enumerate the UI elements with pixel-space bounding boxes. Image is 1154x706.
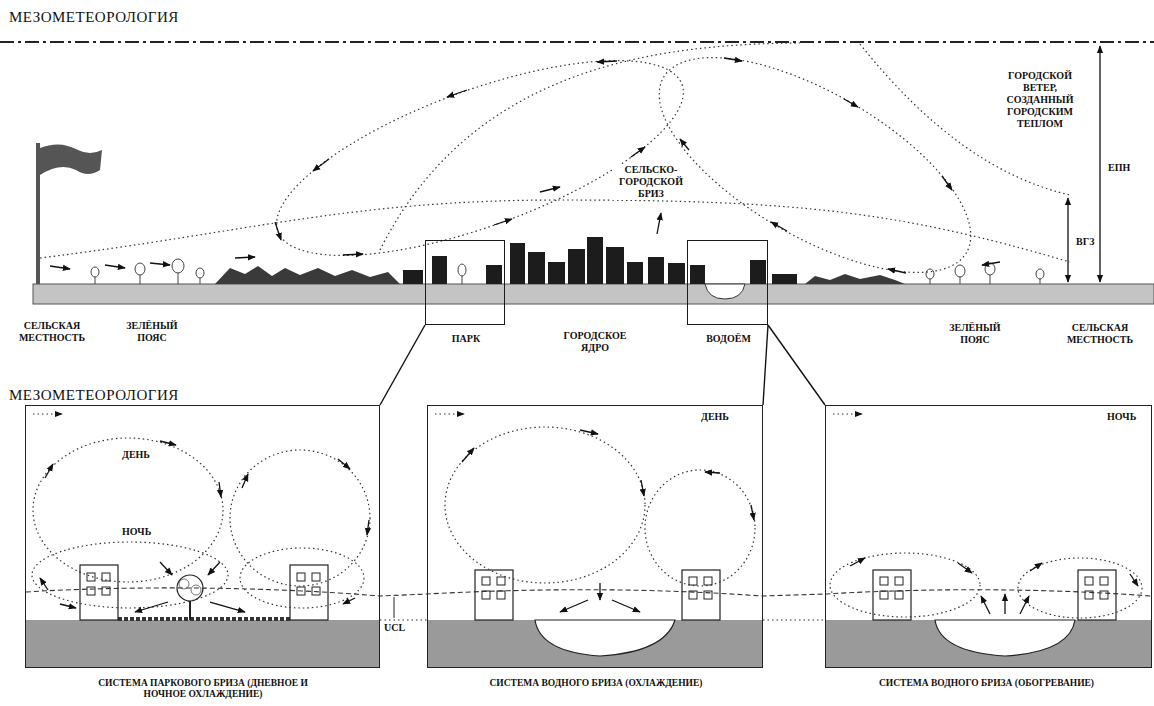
zoom-leader-line	[768, 325, 825, 405]
wind-indicator	[33, 414, 862, 415]
annotation-label: ЗЕЛЁНЫЙ ПОЯС	[112, 320, 192, 344]
panel-caption: СИСТЕМА ВОДНОГО БРИЗА (ОБОГРЕВАНИЕ)	[823, 678, 1150, 689]
ground-strip	[33, 284, 1154, 304]
zoom-leader-line	[763, 325, 768, 405]
detail-panel: ДЕНЬСИСТЕМА ВОДНОГО БРИЗА (ОХЛАЖДЕНИЕ)	[427, 405, 763, 668]
panel-ground	[428, 620, 762, 667]
annotation-label: ВГЗ	[1075, 236, 1096, 248]
panel-flow-arrows	[40, 430, 1138, 614]
zoom-leader-line	[380, 325, 425, 405]
water-basin	[535, 620, 675, 656]
ucl-boundary	[26, 588, 1151, 596]
node-label: НОЧЬ	[121, 526, 152, 538]
boundary-line	[0, 41, 1154, 43]
house-icons	[80, 565, 1116, 620]
ground-level-line	[763, 619, 825, 620]
panel-caption: СИСТЕМА ВОДНОГО БРИЗА (ОХЛАЖДЕНИЕ)	[428, 678, 764, 689]
detail-panel: НОЧЬСИСТЕМА ВОДНОГО БРИЗА (ОБОГРЕВАНИЕ)	[825, 405, 1152, 668]
annotation-label: СЕЛЬСКО-ГОРОДСКОЙ БРИЗ	[612, 164, 690, 200]
node-label: ПАРК	[426, 333, 506, 345]
node-label: НОЧЬ	[1106, 411, 1137, 423]
height-arrow	[1067, 198, 1068, 282]
annotation-label: ЗЕЛЁНЫЙ ПОЯС	[935, 322, 1015, 346]
zoom-box: ПАРК	[425, 240, 505, 325]
node-label: ДЕНЬ	[121, 449, 151, 461]
detail-panel: ДЕНЬНОЧЬСИСТЕМА ПАРКОВОГО БРИЗА (ДНЕВНОЕ…	[25, 405, 380, 668]
flag-pole	[36, 143, 40, 284]
annotation-label: СЕЛЬСКАЯ МЕСТНОСТЬ	[4, 320, 100, 344]
wind-flag	[40, 144, 102, 175]
water-basin	[705, 284, 745, 299]
height-arrow	[1099, 46, 1100, 282]
city-buildings	[403, 237, 797, 284]
flow-arrows	[50, 58, 1000, 273]
ucl-bracket	[394, 597, 395, 618]
ground-level-line	[380, 619, 427, 620]
green-belt	[215, 266, 400, 284]
node-label: ВОДОЁМ	[688, 333, 769, 345]
annotation-label: МЕЗОМЕТЕОРОЛОГИЯ	[8, 386, 180, 404]
annotation-label: ГОРОДСКОЙ ВЕТЕР, СОЗДАННЫЙ ГОРОДСКИМ ТЕП…	[990, 70, 1090, 130]
node-label: ДЕНЬ	[700, 411, 730, 423]
annotation-label: UCL	[383, 622, 406, 634]
panel-ground	[26, 620, 379, 667]
panel-ground	[826, 620, 1151, 667]
heat-island-dome	[40, 200, 1070, 262]
circulation-cell	[255, 21, 706, 296]
tree-icons	[91, 259, 1044, 284]
park-lawn	[118, 617, 290, 621]
diagram-title: МЕЗОМЕТЕОРОЛОГИЯ	[8, 8, 180, 26]
annotation-label: ГОРОДСКОЕ ЯДРО	[555, 330, 635, 354]
zoom-box: ВОДОЁМ	[687, 240, 768, 325]
green-belt	[805, 274, 905, 284]
annotation-label: СЕЛЬСКАЯ МЕСТНОСТЬ	[1052, 322, 1148, 346]
panel-caption: СИСТЕМА ПАРКОВОГО БРИЗА (ДНЕВНОЕ И НОЧНО…	[78, 678, 328, 700]
water-basin	[935, 620, 1075, 656]
park-tree	[177, 575, 203, 620]
mixing-layer-curve	[380, 43, 800, 250]
panel-circulation	[32, 427, 1142, 618]
annotation-label: ЕПН	[1107, 162, 1131, 174]
